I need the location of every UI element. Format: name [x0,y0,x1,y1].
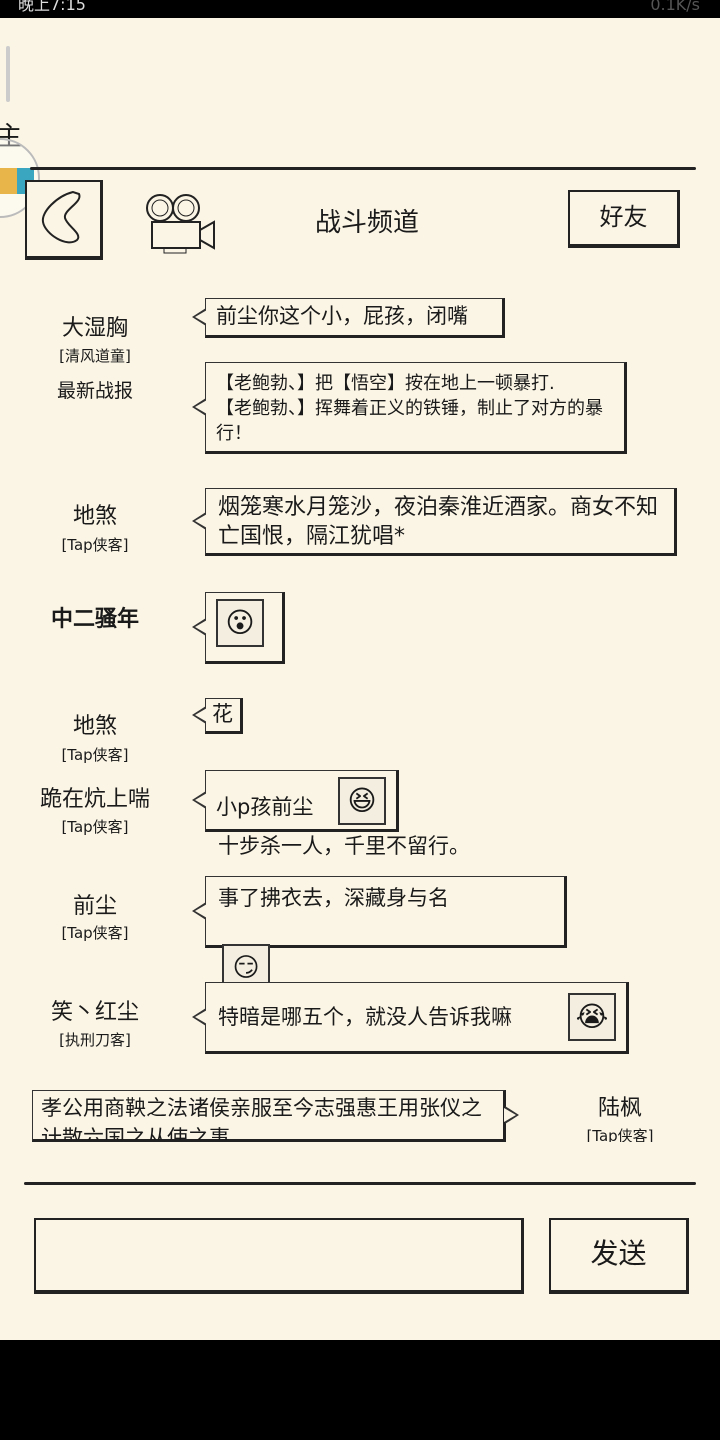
battle-report-label: 最新战报 [56,380,133,402]
message-text: 小p孩前尘 [216,795,314,819]
header-divider [30,167,696,170]
video-camera-icon[interactable] [142,190,218,256]
message-bubble: 烟笼寒水月笼沙，夜泊秦淮近酒家。商女不知亡国恨，隔江犹唱* [192,488,677,556]
chat-list-clip [0,1142,720,1162]
chat-screen: 主 战斗频道 好友 大湿胸 [清风道童] 前尘你这个小，屁孩，闭嘴 最新战报 【… [0,18,720,1340]
emoji-bubble: 😮 [192,592,285,664]
status-time: 晚上7:15 [18,0,86,14]
status-bar: 晚上7:15 0.1K/s [0,0,720,18]
message-text: 特暗是哪五个，就没人告诉我嘛 [218,1005,512,1029]
sender-title: [Tap侠客] [61,818,129,836]
scroll-indicator [6,46,10,102]
surprised-face-icon: 😮 [216,599,264,647]
message-bubble: 花 [192,698,243,734]
back-arrow-icon [41,190,81,244]
crying-face-icon: 😭 [568,993,616,1041]
sender-title: [执刑刀客] [59,1031,131,1049]
sender-name[interactable]: 大湿胸 [61,316,128,341]
message-bubble: 前尘你这个小，屁孩，闭嘴 [192,298,505,338]
message-text: 孝公用商鞅之法诸侯亲服至今志强惠王用张仪之计散六国之从使之事 [41,1096,482,1140]
message-bubble: 特暗是哪五个，就没人告诉我嘛 😭 [192,982,629,1054]
status-network: 0.1K/s [650,0,700,14]
message-bubble: 事了拂衣去，深藏身与名 [192,876,567,948]
sender-title: [Tap侠客] [61,924,129,942]
sender-name[interactable]: 地煞 [72,504,117,529]
sender-name[interactable]: 中二骚年 [50,607,139,632]
sender-name[interactable]: 前尘 [72,894,117,919]
sender-name[interactable]: 跪在炕上喘 [39,787,150,812]
sender-title: [Tap侠客] [61,746,129,764]
own-sender-title: [Tap侠客] [586,1127,654,1143]
back-button[interactable] [25,180,103,260]
message-input[interactable] [34,1218,524,1294]
send-button[interactable]: 发送 [549,1218,689,1294]
friends-button[interactable]: 好友 [568,190,680,248]
battle-report-bubble: 【老鲍勃、】把【悟空】按在地上一顿暴打. 【老鲍勃、】挥舞着正义的铁锤，制止了对… [192,362,627,454]
overflow-message-text: 十步杀一人，千里不留行。 [218,834,470,858]
own-message-bubble: 孝公用商鞅之法诸侯亲服至今志强惠王用张仪之计散六国之从使之事 [32,1090,519,1142]
sender-title: [清风道童] [59,347,131,365]
sender-title: [Tap侠客] [61,536,129,554]
laughing-face-icon: 😆 [338,777,386,825]
sender-name[interactable]: 笑丶红尘 [50,1000,139,1025]
sender-name[interactable]: 地煞 [72,714,117,739]
page-title: 战斗频道 [314,208,419,238]
input-divider [24,1182,696,1185]
own-sender-name[interactable]: 陆枫 [597,1096,642,1121]
message-bubble: 小p孩前尘 😆 [192,770,399,832]
